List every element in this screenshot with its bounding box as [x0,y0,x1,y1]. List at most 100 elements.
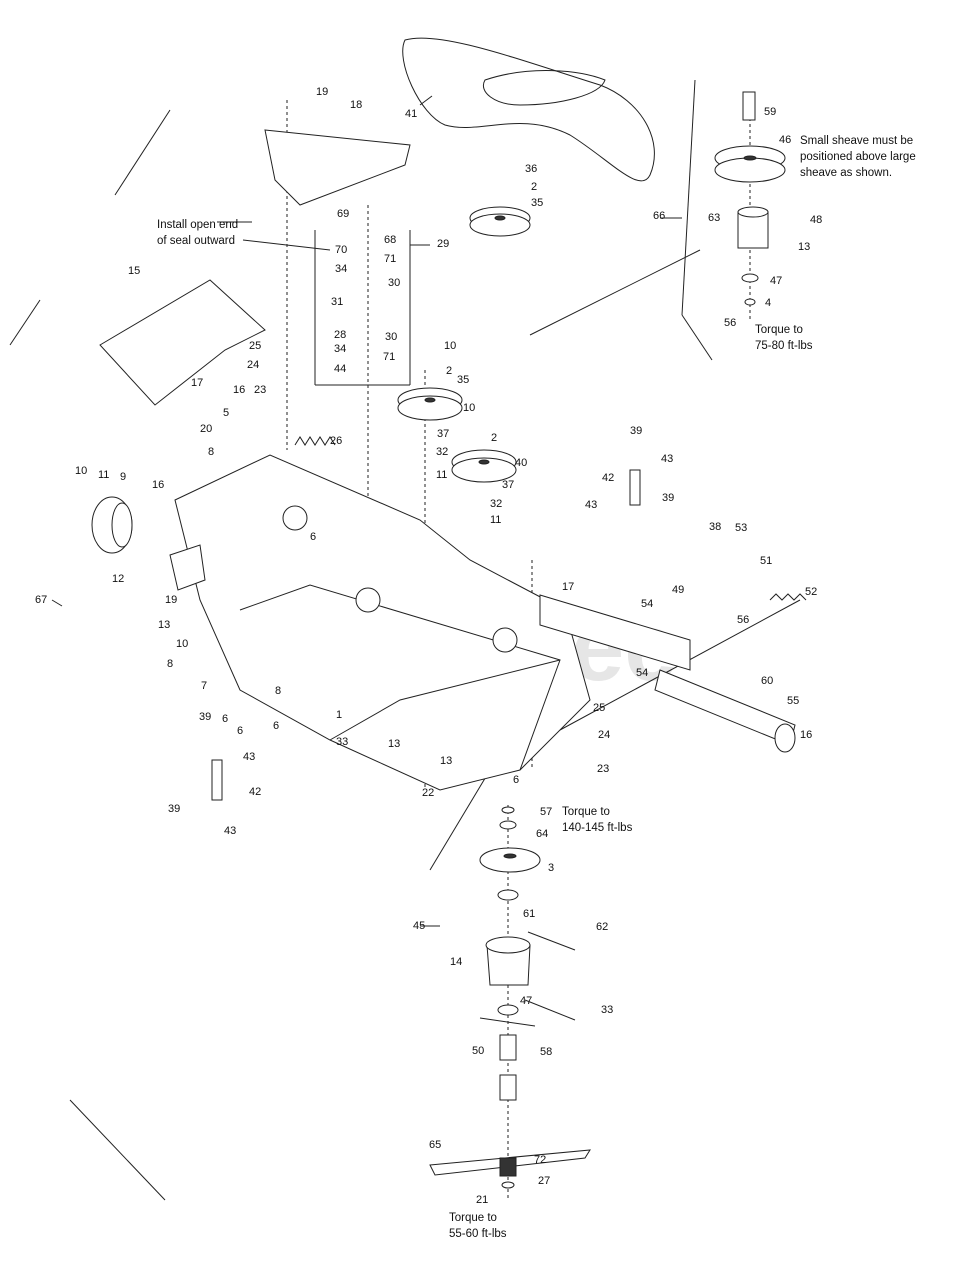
note-sheave-line2: positioned above large [800,151,916,163]
label-68: 68 [384,234,396,246]
label-24-left: 24 [247,359,259,371]
label-61: 61 [523,908,535,920]
label-1: 1 [336,709,342,721]
label-11-left: 11 [98,469,109,481]
label-48: 48 [810,214,822,226]
label-3: 3 [548,862,554,874]
belt-41 [402,37,655,182]
label-6-b: 6 [237,725,243,737]
label-8-lower: 8 [275,685,281,697]
label-30-bottom: 30 [385,331,397,343]
label-49: 49 [672,584,684,596]
label-27: 27 [538,1175,550,1187]
label-42-right: 42 [602,472,614,484]
label-58: 58 [540,1046,552,1058]
label-20: 20 [200,423,212,435]
label-54-top: 54 [641,598,653,610]
label-6-lower: 6 [513,774,519,786]
label-9: 9 [120,471,126,483]
label-29: 29 [437,238,449,250]
spring-26 [294,436,336,446]
pulley-35 [469,206,531,237]
label-15: 15 [128,265,140,277]
note-torque-75-line1: Torque to [755,324,803,336]
label-23-right: 23 [597,763,609,775]
label-59: 59 [764,106,776,118]
assembly-notes: Install open end of seal outward Small s… [157,135,916,1240]
leader-lines [51,95,682,1027]
label-35-top: 35 [531,197,543,209]
label-53: 53 [735,522,747,534]
label-17-right: 17 [562,581,574,593]
note-seal-line2: of seal outward [157,235,235,247]
label-4: 4 [765,297,771,309]
label-21: 21 [476,1194,488,1206]
label-8-top: 8 [208,446,214,458]
label-18: 18 [350,99,362,111]
note-seal-line1: Install open end [157,219,238,231]
caster-wheel-9 [91,496,206,591]
label-36: 36 [525,163,537,175]
label-19-top: 19 [316,86,328,98]
label-6-center: 6 [310,531,316,543]
label-25-left: 25 [249,340,261,352]
label-26: 26 [330,435,342,447]
label-43-right-top: 43 [661,453,673,465]
label-19-left: 19 [165,594,177,606]
label-16-right: 16 [800,729,812,741]
belt-41-inner [482,70,606,106]
label-57: 57 [540,806,552,818]
label-56-top: 56 [724,317,736,329]
label-62: 62 [596,921,608,933]
label-12: 12 [112,573,124,585]
label-39-lower: 39 [168,803,180,815]
label-69: 69 [337,208,349,220]
label-33-lower: 33 [601,1004,613,1016]
bracket-42-right [629,469,641,506]
label-43-lower-top: 43 [243,751,255,763]
label-70: 70 [335,244,347,256]
label-31: 31 [331,296,343,308]
idler-pulley-40 [451,449,517,483]
sheave-assembly [714,91,786,306]
note-torque-140-line1: Torque to [562,806,610,818]
deflector-15 [99,279,266,406]
label-35-center: 35 [457,374,469,386]
label-2-center: 2 [446,365,452,377]
label-10-lower: 10 [176,638,188,650]
label-6-a: 6 [222,713,228,725]
label-63: 63 [708,212,720,224]
label-34-top: 34 [335,263,347,275]
spindle-assembly [429,806,591,1189]
label-6-c: 6 [273,720,279,732]
label-43-lower: 43 [224,825,236,837]
label-10-left: 10 [75,465,87,477]
belt-cover-18 [264,129,411,206]
label-2-top: 2 [531,181,537,193]
label-44: 44 [334,363,346,375]
label-34-bottom: 34 [334,343,346,355]
label-32-top: 32 [436,446,448,458]
note-torque-75-line2: 75-80 ft-lbs [755,340,813,352]
label-65: 65 [429,1139,441,1151]
label-17-left: 17 [191,377,203,389]
label-28: 28 [334,329,346,341]
label-37-top: 37 [437,428,449,440]
label-7: 7 [201,680,207,692]
label-56-right: 56 [737,614,749,626]
bracket-42-left [211,759,223,801]
note-torque-55-line1: Torque to [449,1212,497,1224]
deck-1 [174,454,591,791]
label-13-lower: 13 [440,755,452,767]
label-47-top: 47 [770,275,782,287]
label-60: 60 [761,675,773,687]
label-13-center: 13 [388,738,400,750]
label-32-bottom: 32 [490,498,502,510]
label-22: 22 [422,787,434,799]
note-torque-140-line2: 140-145 ft-lbs [562,822,633,834]
label-71-top: 71 [384,253,396,265]
label-14: 14 [450,956,462,968]
label-55: 55 [787,695,799,707]
